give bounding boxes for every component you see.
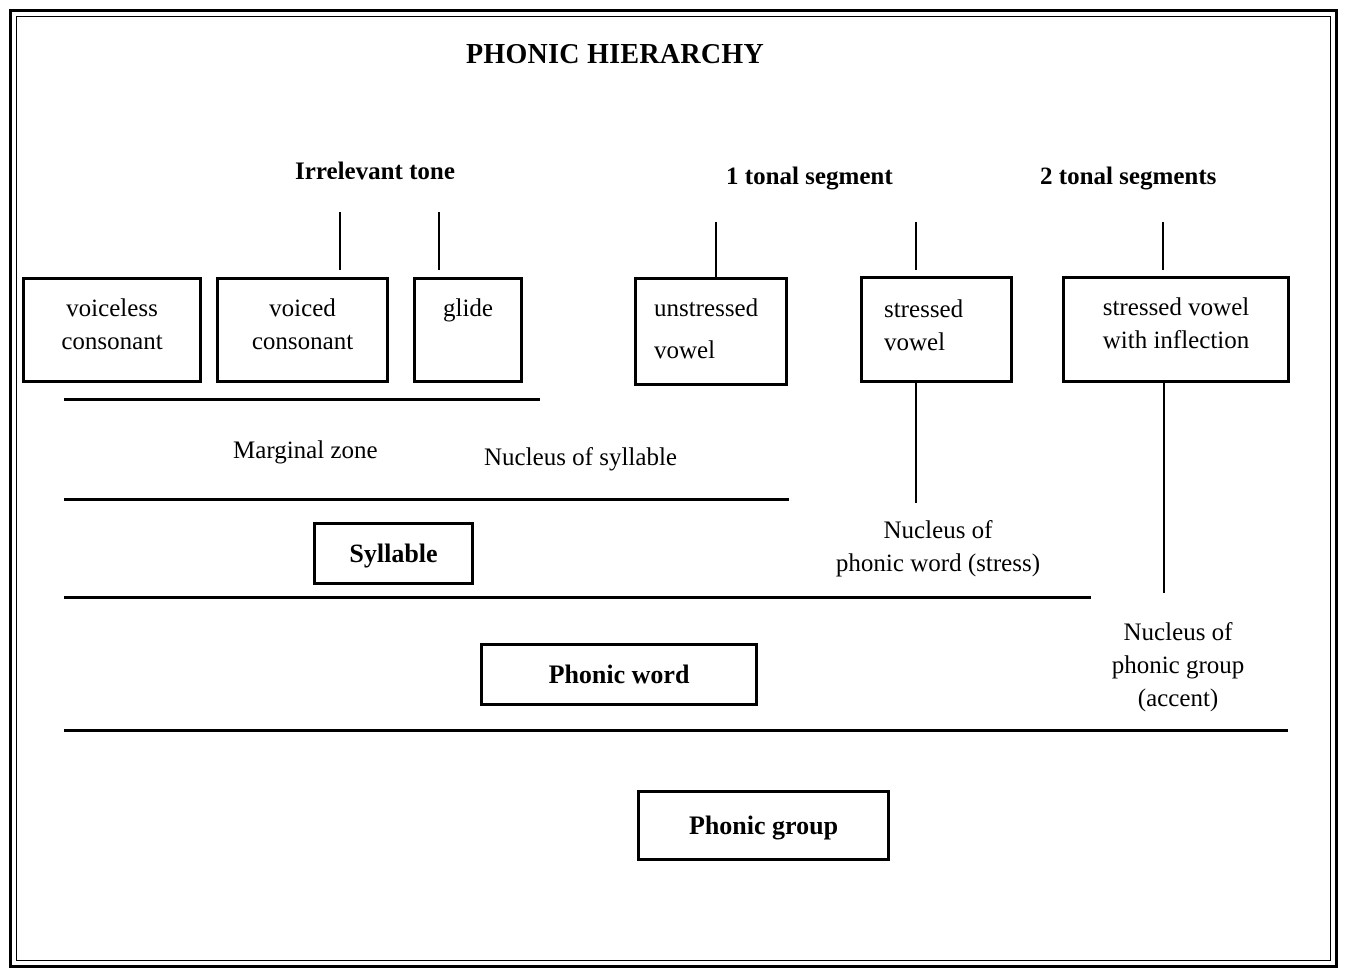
diagram-title: PHONIC HIERARCHY xyxy=(466,39,765,70)
outer-frame xyxy=(9,9,1338,968)
word-nucleus-line1: Nucleus of xyxy=(883,517,993,544)
phonic-group-rule xyxy=(64,729,1288,732)
unstressed-vowel-box: unstressed vowel xyxy=(634,277,788,386)
syllable-box: Syllable xyxy=(313,522,474,585)
inflection-line2: with inflection xyxy=(1102,327,1250,354)
connector-two-segments-inflected xyxy=(1162,222,1164,270)
glide-text: glide xyxy=(443,295,493,322)
marginal-zone-rule xyxy=(64,398,540,401)
phonic-group-box: Phonic group xyxy=(637,790,890,861)
inner-frame xyxy=(16,16,1331,961)
syllable-rule xyxy=(64,498,789,501)
unstressed-vowel-line1: unstressed xyxy=(654,295,759,322)
connector-irrelevant-voiced xyxy=(339,212,341,270)
stressed-vowel-line1: stressed xyxy=(884,296,964,323)
stressed-vowel-line2: vowel xyxy=(884,329,946,356)
stressed-vowel-inflection-box: stressed vowel with inflection xyxy=(1062,276,1290,383)
voiceless-consonant-line1: voiceless xyxy=(66,295,158,322)
unstressed-vowel-line2: vowel xyxy=(654,337,716,364)
connector-inflected-to-group-nucleus xyxy=(1163,383,1165,593)
voiceless-consonant-line2: consonant xyxy=(61,328,163,355)
glide-box: glide xyxy=(413,277,523,383)
two-tonal-segments-label: 2 tonal segments xyxy=(1040,163,1217,190)
connector-stressed-to-word-nucleus xyxy=(915,383,917,503)
word-nucleus-line2: phonic word (stress) xyxy=(835,550,1041,577)
phonic-word-box: Phonic word xyxy=(480,643,758,706)
phonic-word-rule xyxy=(64,596,1091,599)
group-nucleus-line3: (accent) xyxy=(1137,685,1219,712)
voiced-consonant-line2: consonant xyxy=(251,328,354,355)
one-tonal-segment-label: 1 tonal segment xyxy=(726,163,893,190)
voiced-consonant-line1: voiced xyxy=(269,295,336,322)
connector-one-segment-unstressed xyxy=(715,222,717,277)
connector-irrelevant-glide xyxy=(438,212,440,270)
marginal-zone-label: Marginal zone xyxy=(233,437,378,464)
voiceless-consonant-box: voiceless consonant xyxy=(22,277,202,383)
group-nucleus-line1: Nucleus of xyxy=(1123,619,1233,646)
group-nucleus-line2: phonic group xyxy=(1111,652,1245,679)
connector-one-segment-stressed xyxy=(915,222,917,270)
irrelevant-tone-label: Irrelevant tone xyxy=(295,158,455,185)
inflection-line1: stressed vowel xyxy=(1102,294,1250,321)
nucleus-of-syllable-label: Nucleus of syllable xyxy=(484,444,678,471)
voiced-consonant-box: voiced consonant xyxy=(216,277,389,383)
stressed-vowel-box: stressed vowel xyxy=(860,276,1013,383)
